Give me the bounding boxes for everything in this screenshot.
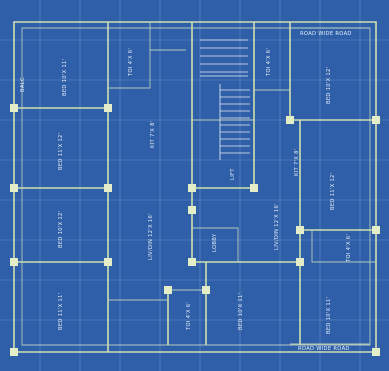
label-bed-g: BED 11'X 12' — [330, 173, 336, 210]
label-bed-c: BED 10'X 12' — [58, 211, 64, 248]
staircase — [200, 39, 250, 160]
label-bed-e: BED 10'X 11' — [238, 293, 244, 330]
label-bed-d: BED 11'X 11' — [58, 293, 64, 330]
label-toilet-a: TOI 4'X 6' — [128, 48, 134, 77]
label-kit-left: KIT 7'X 8' — [150, 121, 156, 148]
label-lobby: LOBBY — [212, 233, 218, 252]
road-top-label: ROAD WIDE ROAD — [300, 31, 352, 37]
structural-posts — [10, 104, 380, 356]
label-bed-a: BED 10'X 11' — [62, 59, 68, 96]
road-top: ROAD WIDE ROAD — [290, 27, 370, 37]
label-kit-right: KIT 7'X 8' — [294, 149, 300, 176]
road-bottom-label: ROAD WIDE ROAD — [298, 346, 350, 352]
label-bed-f: BED 10'X 12' — [326, 67, 332, 104]
road-bottom: ROAD WIDE ROAD — [290, 343, 370, 352]
label-toilet-d: TOI 4'X 6' — [346, 234, 352, 263]
label-balc: BALC — [20, 77, 26, 92]
label-toilet-c: TOI 4'X 6' — [266, 48, 272, 77]
label-toilet-b: TOI 4'X 6' — [186, 302, 192, 331]
label-bed-b: BED 11'X 12' — [58, 133, 64, 170]
label-liv-right: LIV/DIN 12'X 16' — [274, 203, 280, 250]
label-lift: LIFT — [230, 168, 236, 180]
label-bed-h: BED 10'X 11' — [326, 297, 332, 334]
label-liv-left: LIV/DIN 12'X 16' — [148, 213, 154, 260]
